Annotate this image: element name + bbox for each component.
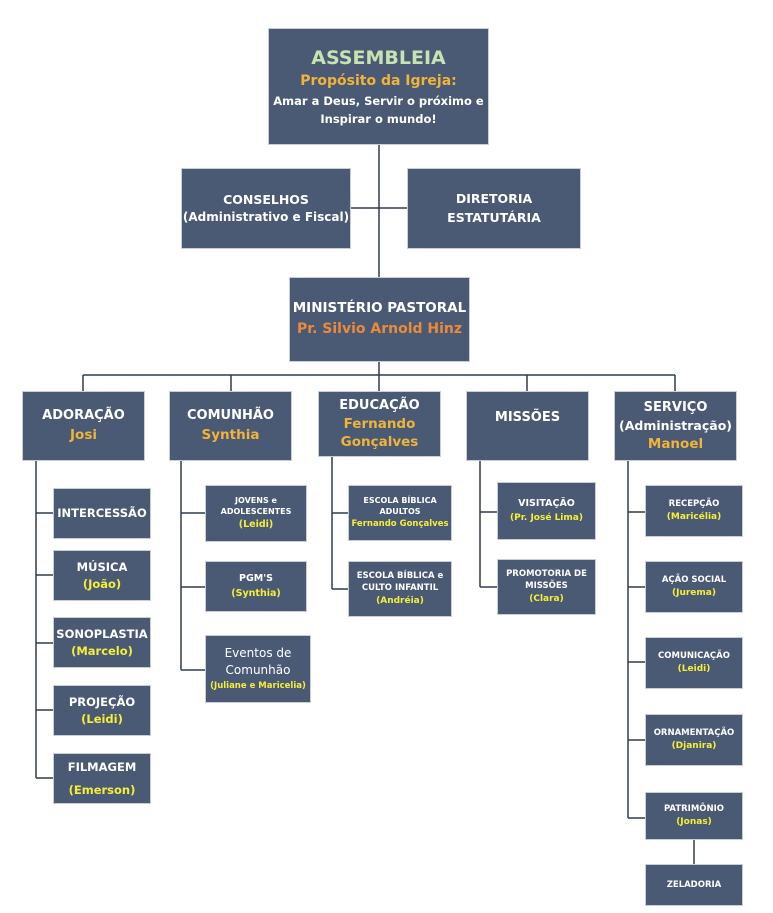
comunhao-title: COMUNHÃO	[187, 407, 274, 423]
diretoria-line2: ESTATUTÁRIA	[447, 210, 541, 225]
ministerio-title: MINISTÉRIO PASTORAL	[292, 300, 467, 317]
promotoria-person: (Clara)	[529, 593, 564, 604]
recepcao-person: (Maricélia)	[666, 512, 722, 523]
comunhao-leader: Synthia	[201, 427, 260, 444]
zeladoria-box: ZELADORIA	[645, 864, 743, 906]
eventos-box: Eventos de Comunhão (Juliane e Maricelia…	[205, 635, 311, 703]
patrimonio-person: (Jonas)	[676, 817, 712, 828]
promotoria-line1: PROMOTORIA DE	[506, 569, 587, 580]
jovens-box: JOVENS e ADOLESCENTES (Leidi)	[205, 485, 307, 542]
educacao-leader-line2: Gonçalves	[340, 433, 419, 450]
visitacao-person: (Pr. José Lima)	[510, 512, 583, 523]
adoracao-leader: Josi	[70, 427, 97, 444]
eventos-label-line1: Eventos de	[224, 646, 292, 661]
acao-social-label: AÇÃO SOCIAL	[661, 574, 727, 585]
assembleia-box: ASSEMBLEIA Propósito da Igreja: Amar a D…	[268, 28, 489, 145]
musica-label: MÚSICA	[76, 559, 128, 574]
comunicacao-box: COMUNICAÇÃO (Leidi)	[645, 637, 743, 689]
escola-infantil-box: ESCOLA BÍBLICA e CULTO INFANTIL (Andréia…	[348, 561, 452, 617]
diretoria-box: DIRETORIA ESTATUTÁRIA	[407, 168, 581, 249]
jovens-label-line2: ADOLESCENTES	[220, 507, 292, 517]
promotoria-box: PROMOTORIA DE MISSÕES (Clara)	[497, 559, 596, 615]
projecao-person: (Leidi)	[81, 712, 123, 726]
adoracao-title: ADORAÇÃO	[42, 407, 125, 423]
conselhos-box: CONSELHOS (Administrativo e Fiscal)	[181, 168, 351, 249]
missoes-title: MISSÕES	[494, 410, 561, 425]
ornamentacao-box: ORNAMENTAÇÃO (Djanira)	[645, 714, 743, 766]
ornamentacao-label: ORNAMENTAÇÃO	[653, 727, 735, 738]
jovens-person: (Leidi)	[238, 519, 274, 531]
assembleia-title: ASSEMBLEIA	[311, 47, 446, 69]
comunicacao-label: COMUNICAÇÃO	[658, 650, 730, 661]
recepcao-box: RECEPÇÃO (Maricélia)	[645, 485, 743, 537]
servico-subtitle: (Administração)	[619, 417, 732, 433]
musica-person: (João)	[82, 577, 122, 591]
promotoria-line2: MISSÕES	[525, 580, 568, 591]
visitacao-box: VISITAÇÃO (Pr. José Lima)	[497, 482, 596, 540]
escola-adultos-line1: ESCOLA BÍBLICA	[363, 496, 437, 506]
conselhos-line1: CONSELHOS	[223, 191, 309, 207]
eventos-label-line2: Comunhão	[225, 663, 291, 678]
jovens-label-line1: JOVENS e	[235, 496, 277, 506]
sonoplastia-person: (Marcelo)	[71, 644, 133, 658]
ministerio-name: Pr. Silvio Arnold Hinz	[296, 321, 463, 338]
diretoria-line1: DIRETORIA	[455, 191, 533, 207]
sonoplastia-label: SONOPLASTIA	[56, 626, 148, 641]
filmagem-person: (Emerson)	[68, 782, 136, 797]
comunhao-box: COMUNHÃO Synthia	[169, 391, 292, 461]
conselhos-line2: (Administrativo e Fiscal)	[182, 210, 350, 225]
projecao-label: PROJEÇÃO	[68, 694, 136, 709]
educacao-box: EDUCAÇÃO Fernando Gonçalves	[318, 391, 441, 457]
visitacao-label: VISITAÇÃO	[518, 497, 575, 509]
pgms-label: PGM'S	[239, 573, 273, 585]
escola-infantil-line2: CULTO INFANTIL	[361, 582, 439, 593]
educacao-leader-line1: Fernando	[343, 415, 416, 432]
escola-infantil-person: (Andréia)	[376, 595, 424, 606]
patrimonio-label: PATRIMÔNIO	[663, 803, 725, 814]
ornamentacao-person: (Djanira)	[671, 741, 717, 752]
assembleia-subtitle: Propósito da Igreja:	[300, 72, 457, 89]
escola-adultos-box: ESCOLA BÍBLICA ADULTOS Fernando Gonçalve…	[348, 485, 452, 541]
missoes-box: MISSÕES	[466, 391, 589, 461]
zeladoria-label: ZELADORIA	[666, 879, 722, 890]
servico-box: SERVIÇO (Administração) Manoel	[614, 391, 737, 461]
assembleia-line2: Inspirar o mundo!	[320, 111, 437, 126]
musica-box: MÚSICA (João)	[53, 550, 151, 601]
recepcao-label: RECEPÇÃO	[668, 498, 720, 509]
acao-social-person: (Jurema)	[672, 588, 716, 599]
escola-infantil-line1: ESCOLA BÍBLICA e	[356, 571, 444, 582]
escola-adultos-line2: ADULTOS	[379, 507, 421, 517]
adoracao-box: ADORAÇÃO Josi	[22, 391, 145, 461]
pgms-box: PGM'S (Synthia)	[205, 561, 307, 612]
projecao-box: PROJEÇÃO (Leidi)	[53, 685, 151, 736]
servico-title: SERVIÇO	[643, 399, 708, 415]
ministerio-pastoral-box: MINISTÉRIO PASTORAL Pr. Silvio Arnold Hi…	[289, 277, 470, 362]
filmagem-label: FILMAGEM	[67, 760, 137, 775]
comunicacao-person: (Leidi)	[677, 664, 711, 675]
intercessao-label: INTERCESSÃO	[57, 506, 147, 521]
escola-adultos-person: Fernando Gonçalves	[351, 519, 449, 530]
patrimonio-box: PATRIMÔNIO (Jonas)	[645, 792, 743, 840]
assembleia-line1: Amar a Deus, Servir o próximo e	[273, 94, 484, 109]
sonoplastia-box: SONOPLASTIA (Marcelo)	[53, 617, 151, 668]
servico-leader: Manoel	[647, 435, 704, 452]
educacao-title: EDUCAÇÃO	[339, 397, 420, 413]
filmagem-box: FILMAGEM (Emerson)	[53, 753, 151, 804]
intercessao-box: INTERCESSÃO	[53, 488, 151, 539]
pgms-person: (Synthia)	[231, 588, 281, 599]
acao-social-box: AÇÃO SOCIAL (Jurema)	[645, 561, 743, 613]
eventos-person: (Juliane e Maricelia)	[210, 681, 306, 692]
